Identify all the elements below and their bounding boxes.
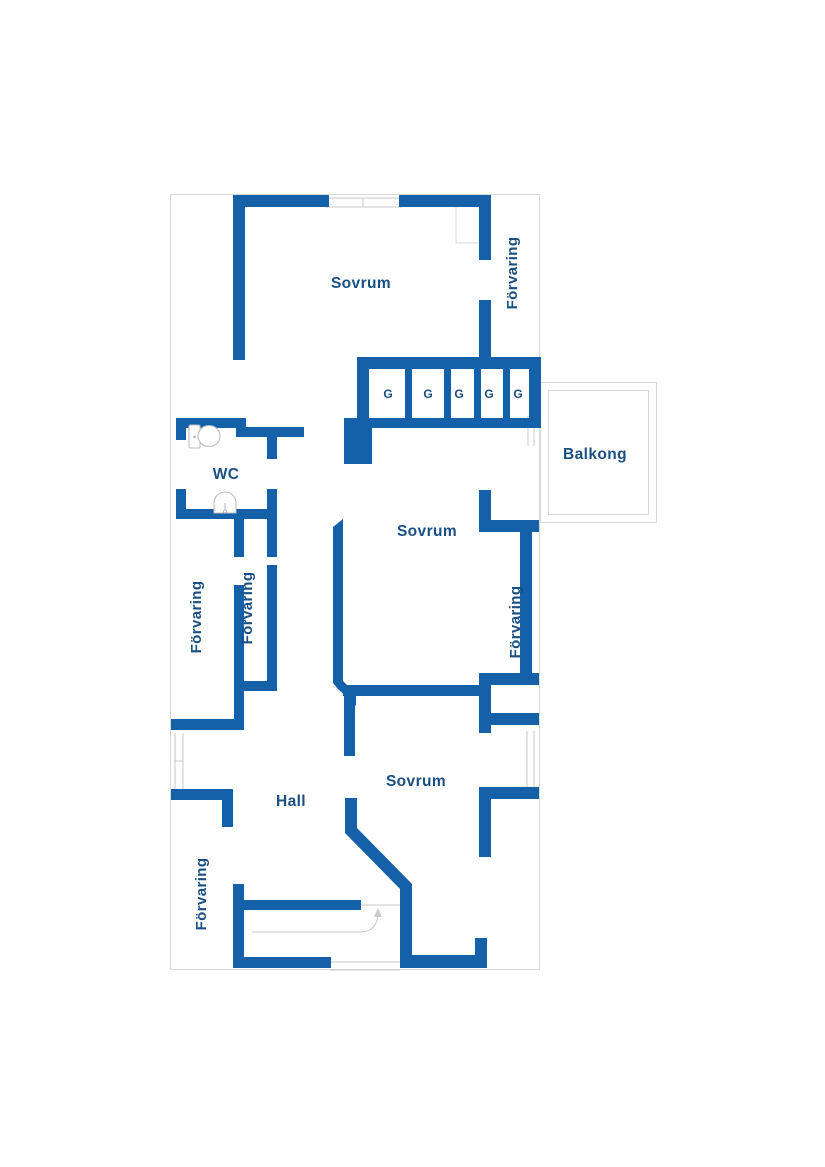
walls-wc bbox=[176, 418, 304, 557]
room-label-wc: WC bbox=[213, 466, 240, 483]
walls-hall bbox=[171, 789, 361, 968]
storage-label-right-middle: Förvaring bbox=[507, 586, 524, 659]
balcony-outline bbox=[540, 382, 657, 523]
room-label-sovrum-bottom: Sovrum bbox=[386, 773, 446, 790]
storage-label-left-outer: Förvaring bbox=[188, 581, 205, 654]
storage-label-top-right: Förvaring bbox=[504, 237, 521, 310]
toilet-bowl bbox=[197, 424, 221, 448]
closet-label-2: G bbox=[423, 387, 432, 401]
room-labels: Sovrum Sovrum Sovrum WC Hall Balkong bbox=[213, 275, 627, 810]
storage-label-left-inner: Förvaring bbox=[239, 572, 256, 645]
walls-top-bedroom bbox=[233, 195, 491, 360]
room-label-hall: Hall bbox=[276, 793, 306, 810]
storage-label-bottom-left: Förvaring bbox=[193, 858, 210, 931]
wc-fixtures bbox=[188, 424, 237, 514]
windows bbox=[174, 197, 535, 971]
room-label-balkong: Balkong bbox=[563, 446, 627, 463]
closet-label-1: G bbox=[383, 387, 392, 401]
walls-storage-left bbox=[171, 565, 277, 730]
walls-middle-bedroom bbox=[333, 490, 532, 756]
closet-label-5: G bbox=[513, 387, 522, 401]
up-arrow-icon bbox=[374, 908, 382, 917]
sink-basin bbox=[213, 491, 237, 514]
walls-closet-row bbox=[344, 357, 541, 464]
room-label-sovrum-middle: Sovrum bbox=[397, 523, 457, 540]
storage-labels: Förvaring Förvaring Förvaring Förvaring … bbox=[188, 237, 524, 931]
stair-annotation bbox=[252, 904, 400, 933]
room-label-sovrum-top: Sovrum bbox=[331, 275, 391, 292]
walls-bottom-bedroom bbox=[345, 713, 539, 968]
closet-labels: G G G G G bbox=[383, 387, 522, 401]
closet-label-3: G bbox=[454, 387, 463, 401]
closet-label-4: G bbox=[484, 387, 493, 401]
walls-storage-right-middle bbox=[520, 520, 539, 685]
